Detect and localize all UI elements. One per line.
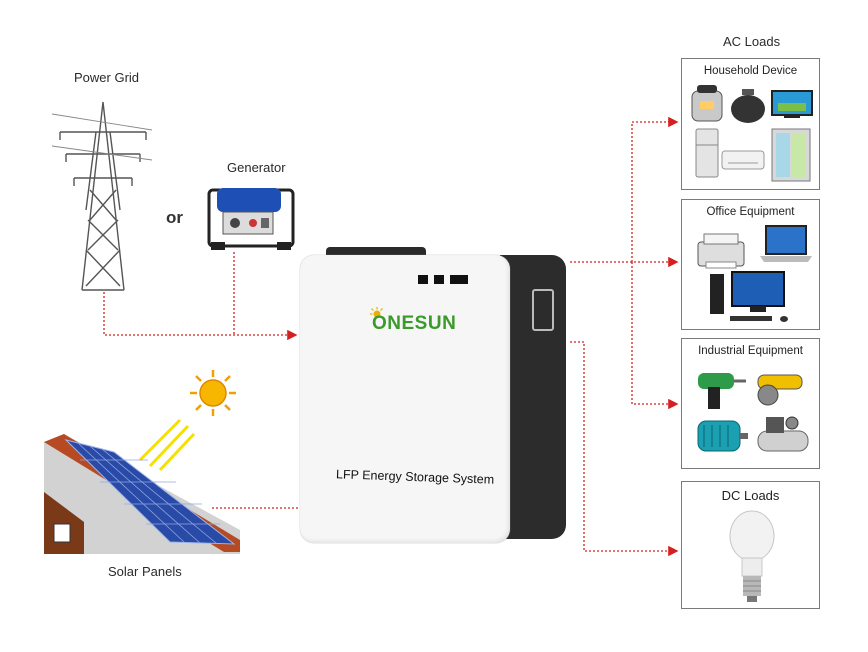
grinder-icon bbox=[757, 374, 803, 406]
brand-sun-icon bbox=[370, 307, 384, 321]
solar-roof-icon bbox=[44, 418, 240, 554]
dc-box: DC Loads bbox=[681, 481, 820, 609]
power-grid-label: Power Grid bbox=[74, 70, 140, 85]
open-fridge-icon bbox=[771, 128, 811, 182]
household-line bbox=[631, 116, 679, 262]
printer-icon bbox=[697, 233, 745, 269]
motor-icon bbox=[697, 420, 748, 452]
compressor-icon bbox=[757, 416, 809, 452]
generator-icon bbox=[207, 188, 295, 250]
tower-icon bbox=[52, 101, 153, 291]
kettle-icon bbox=[731, 89, 765, 123]
industrial-box: Industrial Equipment bbox=[681, 338, 820, 469]
solar-label: Solar Panels bbox=[108, 564, 182, 579]
generator-label: Generator bbox=[227, 160, 286, 175]
office-box: Office Equipment bbox=[681, 199, 820, 330]
battery-front: ONESUN LFP Energy Storage System bbox=[300, 255, 510, 543]
bulb-icon bbox=[729, 510, 775, 602]
fridge-icon bbox=[695, 128, 719, 178]
port-panel bbox=[418, 273, 470, 287]
sun-icon bbox=[190, 370, 236, 416]
laptop-icon bbox=[760, 225, 812, 262]
battery-unit: ONESUN LFP Energy Storage System bbox=[300, 247, 568, 545]
product-label: LFP Energy Storage System bbox=[335, 467, 495, 487]
or-label: or bbox=[166, 208, 183, 227]
ac-loads-title: AC Loads bbox=[723, 34, 781, 49]
brand-logo: ONESUN bbox=[372, 313, 457, 334]
side-handle bbox=[532, 289, 554, 331]
rice-cooker-icon bbox=[691, 85, 723, 122]
household-box: Household Device bbox=[681, 58, 820, 190]
tv-icon bbox=[771, 90, 813, 118]
desktop-icon bbox=[710, 271, 788, 322]
battery-side-panel bbox=[500, 255, 566, 539]
drill-icon bbox=[698, 373, 746, 409]
grid-line bbox=[103, 292, 298, 341]
industrial-title: Industrial Equipment bbox=[698, 345, 803, 357]
industrial-line bbox=[631, 262, 679, 410]
dc-line bbox=[570, 341, 679, 557]
ac-unit-icon bbox=[721, 150, 765, 170]
household-title: Household Device bbox=[703, 65, 798, 77]
office-title: Office Equipment bbox=[706, 206, 795, 218]
dc-title: DC Loads bbox=[721, 488, 780, 503]
